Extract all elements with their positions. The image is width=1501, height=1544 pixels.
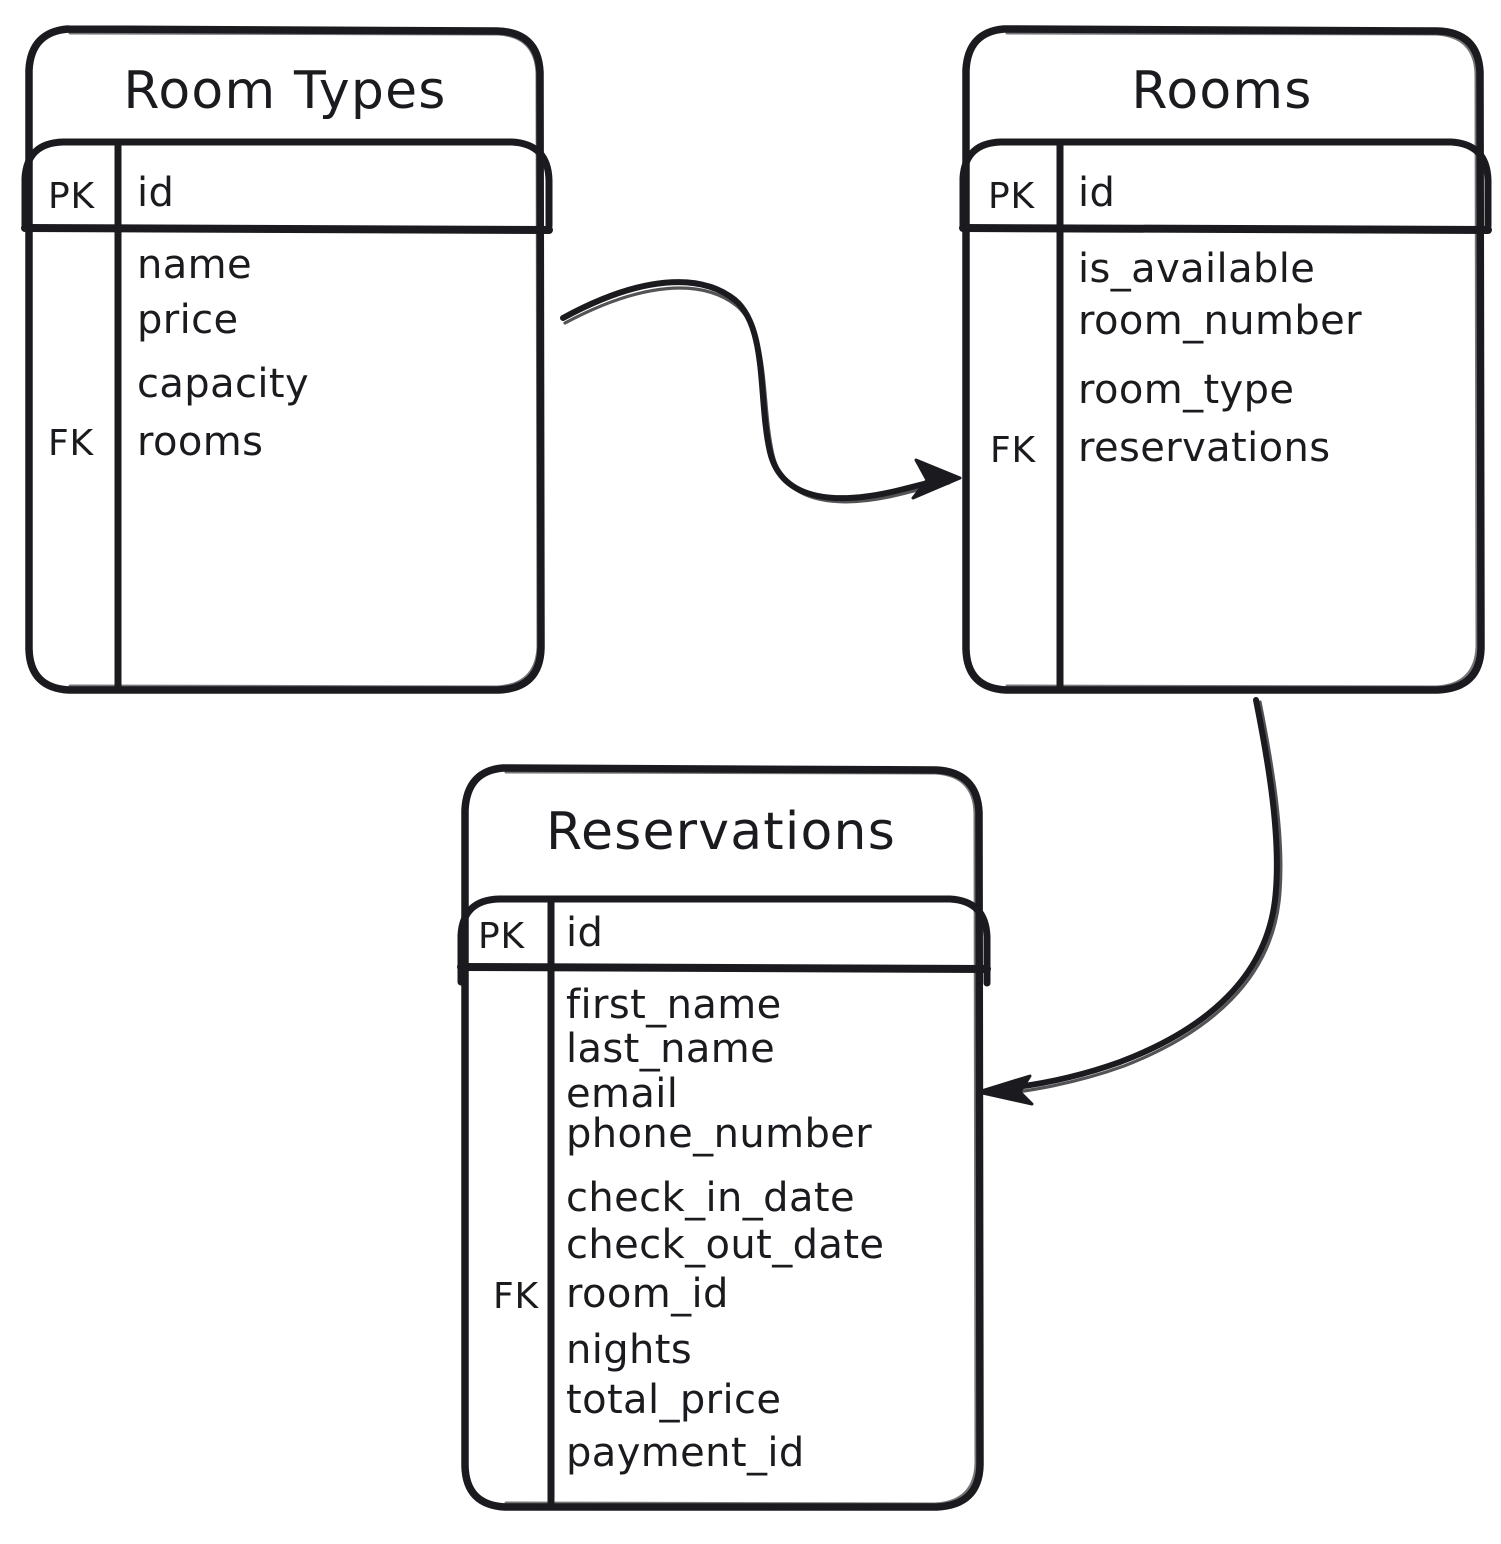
reservations-pk-tag: PK <box>478 916 526 957</box>
rooms-card-outline <box>962 25 1485 694</box>
reservations-card-outline-sketch <box>504 770 978 1506</box>
rel-room-types-to-rooms-arrowhead <box>911 458 962 500</box>
rel-rooms-to-reservations-line <box>987 697 1280 1093</box>
reservations-attr-3: phone_number <box>566 1111 872 1157</box>
reservations-card-outline <box>461 764 984 1511</box>
reservations-pk-field: id <box>566 910 603 956</box>
entity-reservations[interactable]: Reservations PK id first_name last_name … <box>457 764 991 1511</box>
room-types-pk-separator <box>21 224 553 234</box>
reservations-attr-7: nights <box>566 1327 692 1373</box>
rooms-card-outline-sketch <box>1005 31 1479 689</box>
reservations-attr-0: first_name <box>566 982 782 1028</box>
room-types-attr-1: price <box>137 297 239 343</box>
rel-room-types-to-rooms-line <box>560 279 951 502</box>
rooms-pk-field: id <box>1078 170 1115 216</box>
rooms-title: Rooms <box>1131 61 1312 121</box>
rooms-attr-block-outline <box>959 138 1492 230</box>
rooms-pk-separator <box>959 224 1492 234</box>
rel-room-types-to-rooms-line-sketch <box>563 286 951 504</box>
room-types-pk-tag: PK <box>48 176 96 217</box>
room-types-attr-3: rooms <box>137 419 263 465</box>
room-types-title: Room Types <box>123 61 446 121</box>
room-types-fk-tag: FK <box>48 423 95 464</box>
room-types-attr-0: name <box>137 242 252 288</box>
room-types-card-outline-sketch <box>68 31 540 689</box>
rooms-attr-0: is_available <box>1078 246 1315 292</box>
reservations-attr-8: total_price <box>566 1377 781 1423</box>
reservations-attr-6: room_id <box>566 1271 729 1317</box>
rooms-attr-3: reservations <box>1078 425 1331 471</box>
rooms-attr-2: room_type <box>1078 367 1294 413</box>
rel-rooms-to-reservations-line-sketch <box>992 700 1283 1097</box>
reservations-attr-1: last_name <box>566 1026 775 1072</box>
room-types-attr-block-outline <box>21 138 553 230</box>
reservations-pk-separator <box>457 963 991 973</box>
relationship-rooms-to-reservations[interactable] <box>976 697 1283 1106</box>
reservations-attr-5: check_out_date <box>566 1222 884 1268</box>
relationship-room-types-to-rooms[interactable] <box>560 279 962 504</box>
room-types-card-outline <box>25 25 545 694</box>
reservations-attr-2: email <box>566 1071 678 1117</box>
entity-room-types[interactable]: Room Types PK id name price capacity roo… <box>21 25 553 694</box>
reservations-attr-4: check_in_date <box>566 1175 855 1221</box>
reservations-fk-tag: FK <box>493 1276 540 1317</box>
reservations-attr-block-outline <box>457 895 991 987</box>
reservations-title: Reservations <box>546 802 896 862</box>
rooms-attr-1: room_number <box>1078 298 1362 344</box>
rooms-fk-tag: FK <box>990 430 1037 471</box>
rel-rooms-to-reservations-arrowhead <box>976 1074 1034 1106</box>
reservations-attr-9: payment_id <box>566 1430 805 1476</box>
room-types-pk-field: id <box>137 170 174 216</box>
rooms-pk-tag: PK <box>988 176 1036 217</box>
room-types-attr-2: capacity <box>137 361 309 407</box>
entity-rooms[interactable]: Rooms PK id is_available room_number roo… <box>959 25 1492 694</box>
